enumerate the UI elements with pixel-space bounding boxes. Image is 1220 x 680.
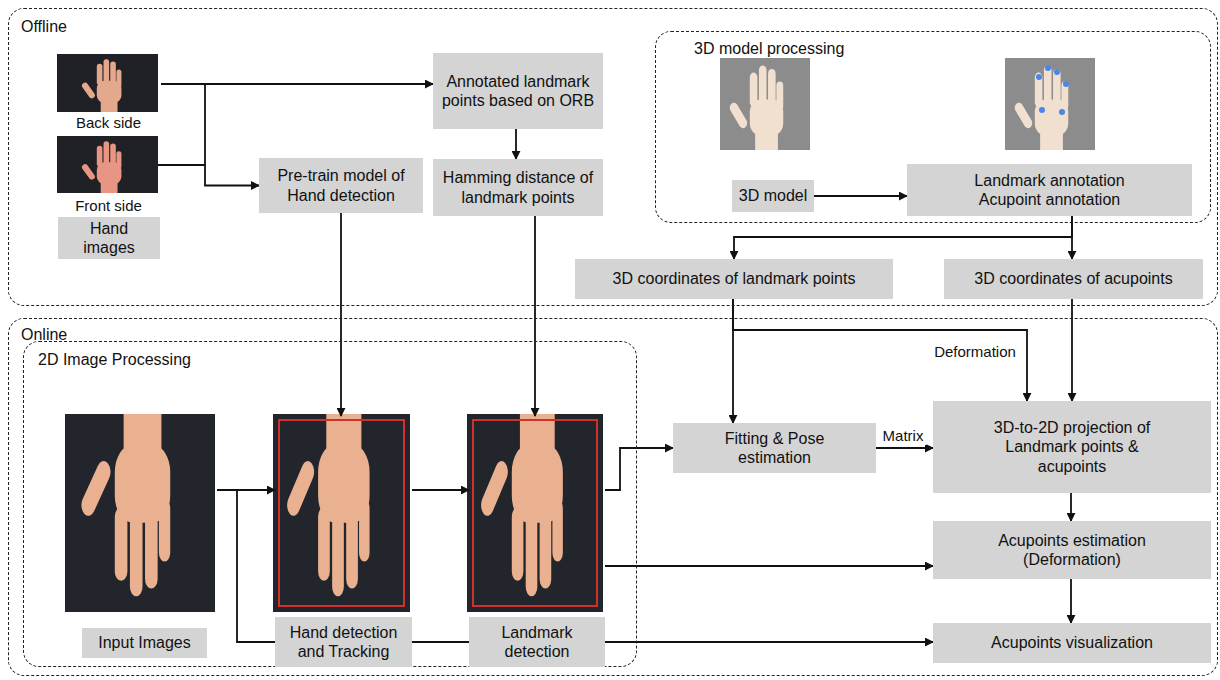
box-label: Acupoints visualization (991, 633, 1153, 652)
online-region: Online 2D Image ProcessingInput Images Han… (8, 318, 1218, 676)
image-step: Input Images (67, 416, 217, 660)
photo-background (57, 136, 158, 193)
detection-box (473, 420, 597, 606)
process-box: Hamming distance of landmark points (433, 159, 603, 216)
flow-arrow (161, 84, 259, 186)
process-box: Landmark annotation Acupoint annotation (907, 164, 1192, 216)
hand-photo (479, 414, 563, 596)
render-background (1005, 58, 1095, 150)
offline-region: OfflineBack sideFront sideHand images Ann… (8, 8, 1218, 306)
caption-box: Landmark detection (469, 617, 605, 667)
box-label: Fitting & Pose estimation (710, 429, 840, 467)
box-label: Landmark annotation Acupoint annotation (962, 171, 1137, 209)
box-label: 3D coordinates of landmark points (613, 269, 856, 288)
render-background (720, 58, 810, 150)
flow-arrow (1070, 579, 1072, 623)
flow-arrow (876, 447, 933, 449)
landmark-dot (1063, 81, 1069, 87)
image-group: Back sideFront sideHand images (56, 51, 161, 243)
data-box: 3D coordinates of acupoints (944, 259, 1203, 299)
box-label: Annotated landmark points based on ORB (438, 72, 598, 110)
flow-arrow (814, 195, 907, 197)
edge-label: Deformation (931, 343, 1019, 361)
data-box: 3D coordinates of landmark points (575, 259, 893, 299)
hand-3d-model (1013, 65, 1068, 150)
photo-background (467, 414, 603, 612)
hand-photo (285, 414, 370, 596)
box-label: 3D-to-2D projection of Landmark points &… (977, 418, 1167, 476)
flow-arrow (733, 299, 1027, 401)
box-label: 3D coordinates of acupoints (974, 269, 1172, 288)
flow-arrow (1071, 299, 1073, 401)
photo-background (273, 414, 410, 612)
hand-photo-group (79, 414, 170, 596)
process-box: 3D-to-2D projection of Landmark points &… (933, 401, 1211, 493)
process-box: 3D model (732, 180, 814, 212)
landmark-dot (1054, 69, 1060, 75)
image-label: Back side (58, 114, 159, 132)
process-box: Fitting & Pose estimation (673, 423, 876, 473)
hand-photo (81, 141, 122, 193)
landmark-dot (1045, 65, 1051, 71)
process-box: Pre-train model of Hand detection (259, 158, 423, 213)
hand-photo (79, 414, 170, 596)
region-title: Online (21, 325, 67, 344)
merge-wire (158, 164, 205, 166)
image-step: Landmark detection (469, 416, 605, 667)
box-label: 3D model (739, 186, 807, 205)
image-step: Hand detection and Tracking (275, 416, 412, 667)
flow-arrow (605, 448, 673, 490)
flow-arrow (534, 216, 536, 416)
hand-3d-model (728, 65, 783, 150)
flow-arrow (515, 129, 517, 159)
region-title: 2D Image Processing (38, 350, 191, 369)
landmark-dot (1036, 74, 1042, 80)
box-label: Acupoints estimation (Deformation) (982, 531, 1162, 569)
processing-region: 2D Image ProcessingInput Images Hand dete… (23, 341, 637, 667)
caption-box: Hand detection and Tracking (275, 617, 412, 667)
acupoint-dot (1059, 109, 1065, 115)
photo-background (65, 414, 215, 612)
image-label: Front side (58, 197, 159, 215)
caption-box: Input Images (82, 628, 207, 658)
photo-background (57, 54, 158, 112)
process-box: Annotated landmark points based on ORB (433, 53, 603, 129)
region-title: 3D model processing (694, 39, 844, 58)
box-label: Hamming distance of landmark points (438, 168, 598, 206)
flow-arrow (605, 565, 933, 567)
model-region: 3D model processing 3D model Landmark anno… (655, 31, 1211, 223)
flow-arrow (412, 489, 469, 491)
edge-label: Matrix (880, 427, 927, 445)
detection-box (279, 420, 404, 606)
flow-arrow (1070, 493, 1072, 521)
box-label: Pre-train model of Hand detection (264, 166, 418, 204)
process-box: Acupoints visualization (933, 623, 1211, 663)
acupoint-dot (1039, 107, 1045, 113)
hand-photo-group (479, 414, 563, 596)
process-box: Acupoints estimation (Deformation) (933, 521, 1211, 579)
flow-arrow (340, 213, 342, 416)
caption-box: Hand images (58, 217, 160, 259)
hand-photo (81, 59, 122, 112)
hand-photo-group (285, 414, 370, 596)
region-title: Offline (21, 17, 67, 36)
